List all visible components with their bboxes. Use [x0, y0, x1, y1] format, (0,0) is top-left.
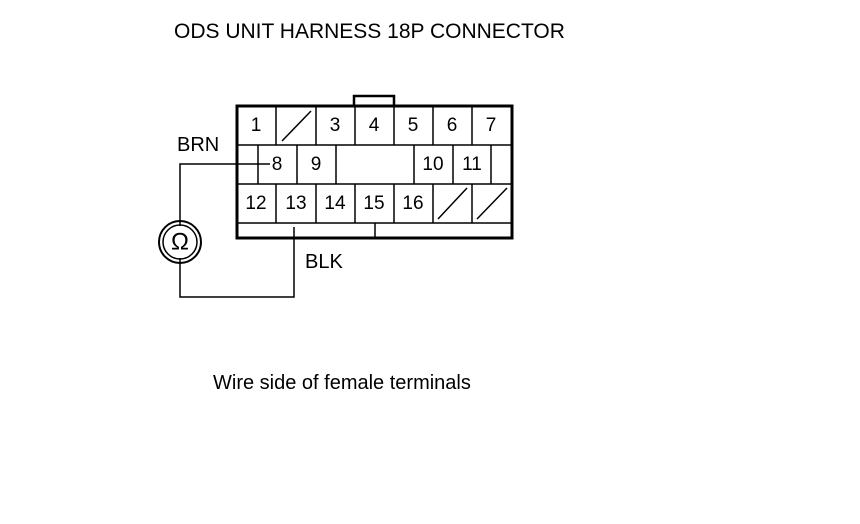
- pin-5: 5: [408, 115, 419, 136]
- row-3-cell-dividers: [275, 184, 473, 223]
- pin-7: 7: [486, 115, 497, 136]
- brn-wire: [179, 163, 270, 226]
- connector-latch: [352, 94, 396, 106]
- blk-wire-label: BLK: [305, 251, 343, 273]
- pin-15: 15: [363, 193, 384, 214]
- blk-wire: [179, 227, 295, 298]
- pin-11: 11: [462, 154, 482, 175]
- pin-12: 12: [245, 193, 266, 214]
- brn-wire-label: BRN: [177, 134, 219, 156]
- unused-cavity-18: [476, 187, 508, 220]
- row-1-cell-dividers: [275, 106, 473, 145]
- pin-4: 4: [369, 115, 380, 136]
- ohm-symbol: Ω: [171, 228, 189, 255]
- pin-16: 16: [402, 193, 423, 214]
- pin-6: 6: [447, 115, 458, 136]
- diagram-caption: Wire side of female terminals: [213, 372, 471, 394]
- pin-3: 3: [330, 115, 341, 136]
- pin-9: 9: [311, 154, 322, 175]
- unused-cavity-17: [437, 187, 468, 220]
- pin-10: 10: [422, 154, 443, 175]
- row-2-cell-dividers: [257, 145, 492, 184]
- diagram-title: ODS UNIT HARNESS 18P CONNECTOR: [174, 20, 565, 43]
- unused-cavity-2: [281, 110, 312, 142]
- pin-13: 13: [285, 193, 306, 214]
- pin-8: 8: [272, 154, 283, 175]
- ohmmeter-icon: Ω: [158, 220, 202, 264]
- pin-14: 14: [324, 193, 346, 214]
- pin-1: 1: [251, 115, 262, 136]
